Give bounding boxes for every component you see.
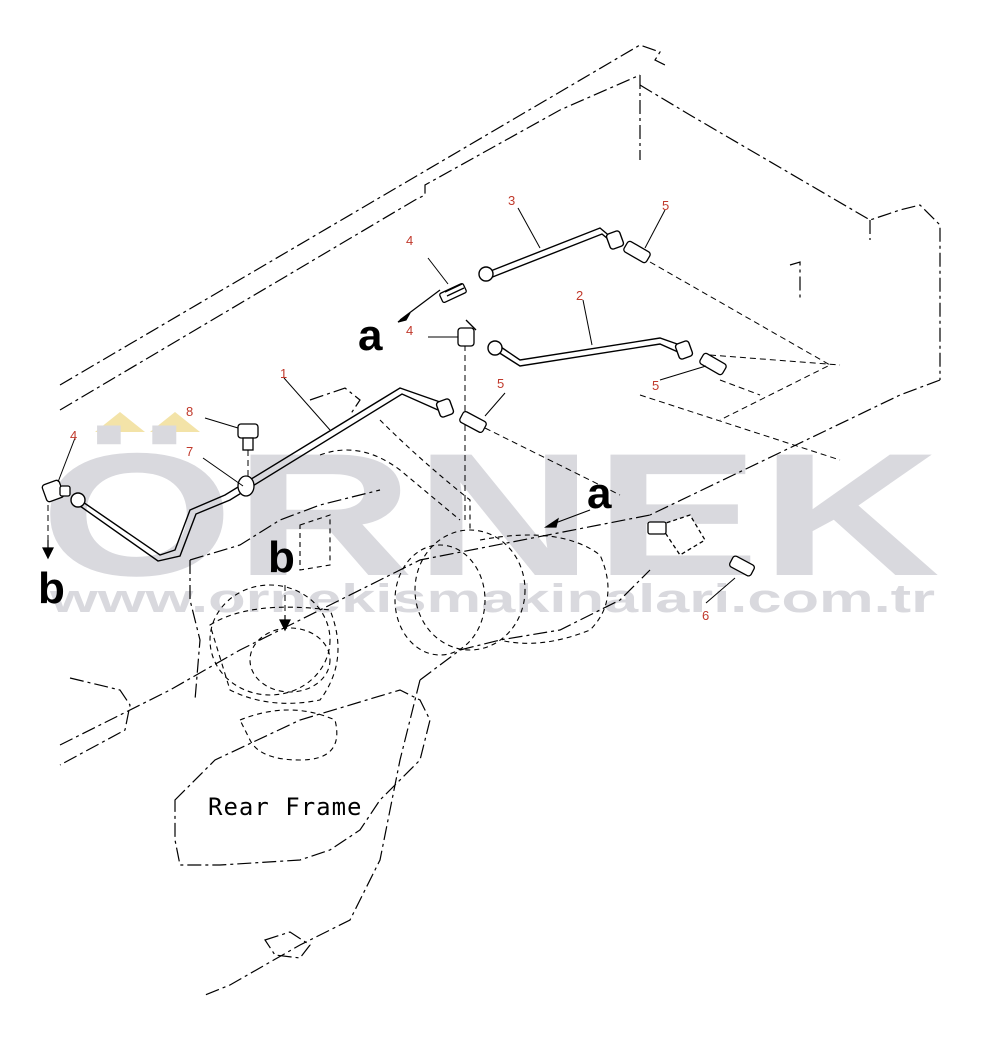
ref-b-left: b xyxy=(38,564,65,613)
callout-numbers: 3 5 4 2 4 1 5 5 8 4 7 6 xyxy=(70,193,709,623)
fitting-4-top xyxy=(439,282,467,304)
ref-b-mid: b xyxy=(268,533,295,582)
callout-8: 8 xyxy=(186,404,193,419)
callout-leaders xyxy=(57,207,736,604)
fittings xyxy=(41,240,756,577)
hidden-components xyxy=(209,419,609,761)
callout-3: 3 xyxy=(508,193,515,208)
fitting-4-tee xyxy=(457,319,477,347)
tube-3 xyxy=(478,227,625,282)
callout-5-top: 5 xyxy=(662,198,669,213)
callout-5-mid: 5 xyxy=(497,376,504,391)
watermark-accent-right xyxy=(150,412,200,432)
callout-5-right: 5 xyxy=(652,378,659,393)
frame-outline xyxy=(59,44,941,996)
callout-4-top: 4 xyxy=(406,233,413,248)
callout-7: 7 xyxy=(186,444,193,459)
ref-a-lower: a xyxy=(587,469,612,518)
callout-2: 2 xyxy=(576,288,583,303)
tubes xyxy=(70,227,694,562)
clamp-7 xyxy=(237,475,255,497)
reference-arrows xyxy=(42,289,591,632)
callout-1: 1 xyxy=(280,366,287,381)
fitting-4-left xyxy=(41,479,71,503)
tube-1 xyxy=(70,387,455,562)
watermark-accent-left xyxy=(95,412,145,432)
connector-5-right xyxy=(699,352,727,376)
sensor-6 xyxy=(647,514,756,577)
reference-letters: a a b b xyxy=(38,311,612,613)
ref-a-upper: a xyxy=(358,311,383,360)
watermark-url: www.ornekismakinalari.com.tr xyxy=(48,577,935,621)
bolt-8 xyxy=(237,423,259,451)
callout-4-tee: 4 xyxy=(406,323,413,338)
connector-5-mid xyxy=(459,411,487,433)
watermark: ÖRNEK www.ornekismakinalari.com.tr xyxy=(40,412,940,621)
callout-6: 6 xyxy=(702,608,709,623)
tube-2 xyxy=(487,337,694,367)
routing-lines xyxy=(47,261,841,615)
rear-frame-label: Rear Frame xyxy=(208,793,363,821)
connector-5-top xyxy=(623,240,651,264)
callout-4-left: 4 xyxy=(70,428,77,443)
